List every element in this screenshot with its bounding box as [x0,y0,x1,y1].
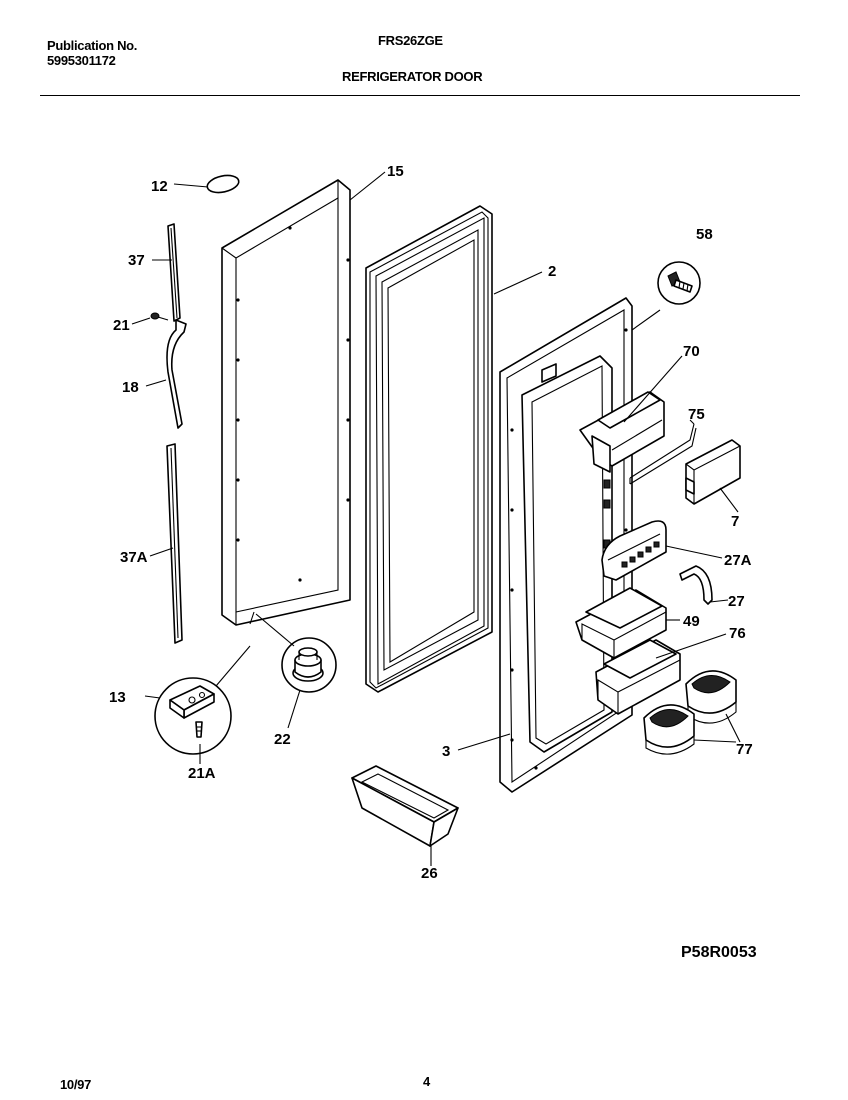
part-77-egg-trays [643,670,737,755]
callout-27a: 27A [724,552,752,569]
part-70-upper-door-bin [579,391,665,473]
part-27a-dairy-compartment [601,520,667,581]
callout-3: 3 [442,743,450,760]
page-number: 4 [423,1074,430,1089]
drawing-code: P58R0053 [681,944,757,961]
callout-37a: 37A [120,549,148,566]
callout-76: 76 [729,625,746,642]
part-18-handle [166,319,187,429]
callout-12: 12 [151,178,168,195]
callout-15: 15 [387,163,404,180]
callout-70: 70 [683,343,700,360]
part-75-retainer-rail [629,423,697,485]
part-37-handle-trim-upper [167,223,181,322]
header-divider [40,95,800,96]
part-58-screw-detail [657,261,701,305]
part-12-cap [206,174,240,194]
part-37a-handle-trim-lower [166,443,183,644]
callout-58: 58 [696,226,713,243]
part-22-bushing-detail [281,637,337,693]
part-49-door-shelf [575,587,667,659]
part-7-dairy-door [685,439,741,505]
publication-number: 5995301172 [47,53,116,68]
callout-37: 37 [128,252,145,269]
part-76-lower-door-bin [595,639,681,715]
callout-21: 21 [113,317,130,334]
callout-26: 26 [421,865,438,882]
section-title: REFRIGERATOR DOOR [342,69,483,84]
callout-77: 77 [736,741,753,758]
leader-lines [131,171,741,866]
callout-21a: 21A [188,765,216,782]
callout-13: 13 [109,689,126,706]
model-number: FRS26ZGE [378,33,443,48]
part-27-dairy-hinge [679,565,713,605]
callout-75: 75 [688,406,705,423]
callout-49: 49 [683,613,700,630]
part-21-screw [150,312,169,321]
part-13-hinge-detail [154,677,232,755]
part-2-door-gasket [365,205,493,693]
callout-18: 18 [122,379,139,396]
callout-27: 27 [728,593,745,610]
footer-date: 10/97 [60,1077,92,1092]
part-26-storage-bin [351,765,459,847]
part-15-outer-door [221,179,351,626]
callout-2: 2 [548,263,556,280]
callout-7: 7 [731,513,739,530]
callout-22: 22 [274,731,291,748]
publication-label: Publication No. [47,38,138,53]
callout-labels: 12 15 37 21 18 37A 13 21A 22 2 58 70 75 … [109,163,753,882]
